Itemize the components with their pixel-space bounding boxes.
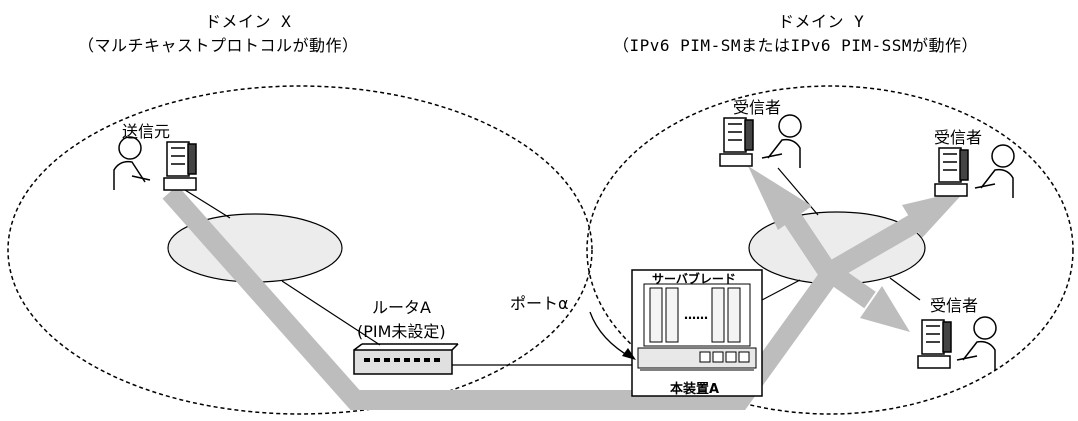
blade-dots: …… [684,308,708,322]
domain-y-title: ドメイン Y [778,12,865,31]
receiver-1-icon [719,114,802,168]
multicast-stream [162,166,966,410]
router-name: ルータA [372,298,431,317]
port-alpha-label: ポートα [510,294,569,313]
receiver-2-icon [934,144,1015,198]
receiver-3-icon [917,316,997,370]
router-note: (PIM未設定) [357,322,446,341]
sender-label: 送信元 [122,122,171,141]
domain-x-subtitle: （マルチキャストプロトコルが動作） [78,36,359,55]
receiver-3-label: 受信者 [930,296,979,315]
receiver-2-label: 受信者 [934,128,983,147]
domain-x-boundary [7,85,593,415]
device-a-chassis [631,269,763,397]
server-blade-label: サーバブレード [652,272,736,286]
port-alpha-arrowhead [622,348,636,360]
device-a-label: 本装置A [670,382,720,397]
domain-y-boundary [586,85,1074,415]
receiver-1-label: 受信者 [733,98,782,117]
sender-icon [113,136,197,191]
domain-x-title: ドメイン X [205,12,292,31]
router-a-icon [353,343,459,375]
domain-y-subtitle: （IPv6 PIM-SMまたはIPv6 PIM-SSMが動作） [613,36,979,55]
